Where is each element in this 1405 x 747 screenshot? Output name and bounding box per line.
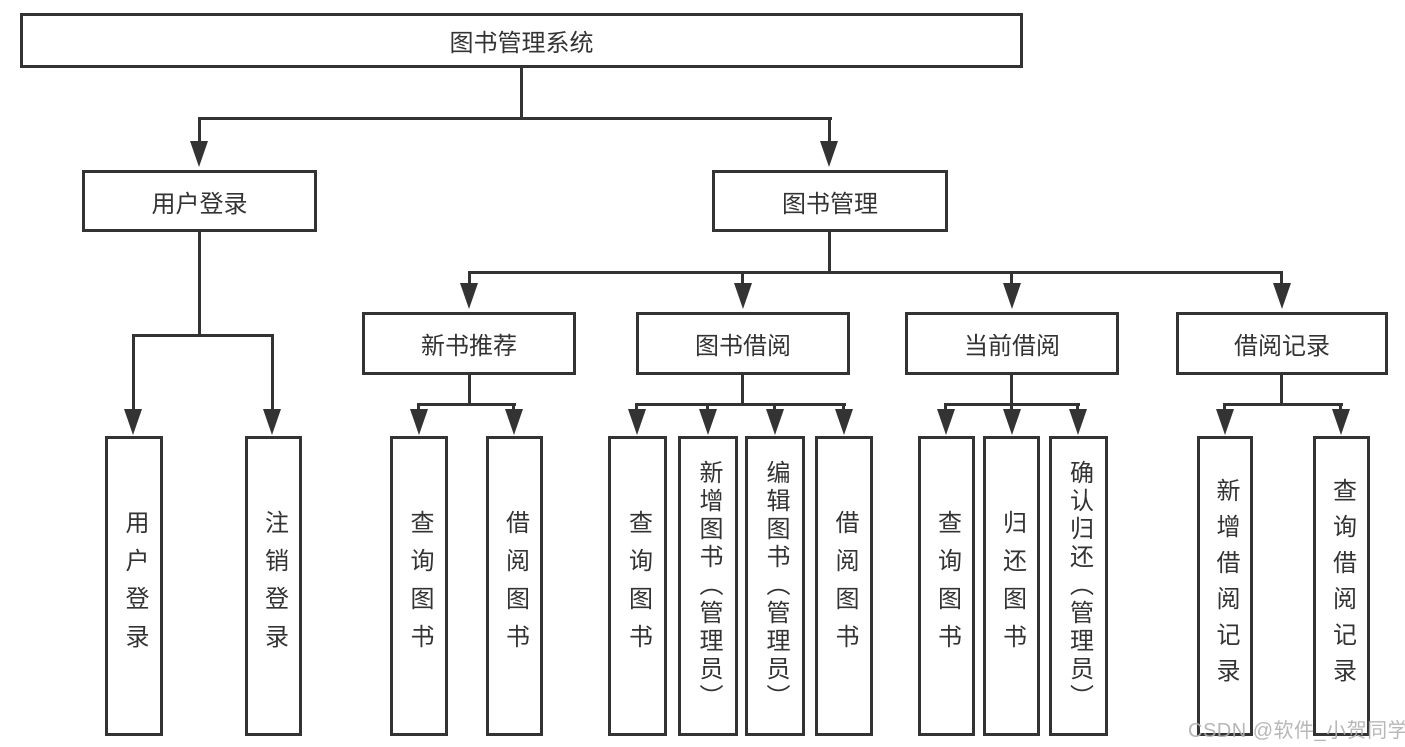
leaf-record-add: 新增借阅记录: [1197, 436, 1253, 736]
connector-newbook-split: [417, 403, 516, 406]
leaf-current-return-label: 归还图书: [998, 510, 1026, 662]
connector-newbook-stem: [468, 375, 471, 406]
leaf-borrow-borrow: 借阅图书: [815, 436, 873, 736]
connector-management-split: [468, 271, 1283, 274]
leaf-current-confirm-admin-label: 确认归还（管理员）: [1065, 460, 1093, 712]
leaf-record-query-label: 查询借阅记录: [1328, 478, 1356, 694]
arrowhead-down-icon: [263, 409, 281, 435]
node-book-management: 图书管理: [712, 170, 948, 232]
connector-line: [842, 403, 845, 411]
leaf-record-query: 查询借阅记录: [1313, 436, 1370, 736]
node-book-borrow-label: 图书借阅: [695, 333, 791, 360]
connector-login-child2: [271, 334, 274, 410]
connector-line: [635, 403, 638, 411]
connector-line: [512, 403, 515, 411]
csdn-watermark: CSDN @软件_小贺同学: [1188, 720, 1405, 742]
arrowhead-down-icon: [766, 409, 784, 435]
node-book-borrow: 图书借阅: [636, 312, 850, 375]
connector-root-stem: [520, 68, 523, 118]
connector-login-split: [132, 334, 274, 337]
leaf-record-add-label: 新增借阅记录: [1212, 478, 1239, 694]
node-current-borrow-label: 当前借阅: [964, 333, 1060, 360]
arrowhead-down-icon: [1273, 283, 1291, 309]
arrowhead-down-icon: [1332, 409, 1350, 435]
leaf-borrow-edit-admin-label: 编辑图书（管理员）: [762, 460, 789, 712]
node-new-book-recommend: 新书推荐: [362, 312, 576, 375]
connector-line: [1010, 403, 1013, 411]
connector-line: [706, 403, 709, 411]
leaf-current-return: 归还图书: [983, 436, 1040, 736]
connector-to-borrow: [741, 271, 744, 285]
leaf-borrow-query: 查询图书: [608, 436, 667, 736]
node-current-borrow: 当前借阅: [905, 312, 1119, 375]
leaf-logout: 注销登录: [245, 436, 302, 736]
arrowhead-down-icon: [410, 409, 428, 435]
arrowhead-down-icon: [124, 409, 142, 435]
node-root-system: 图书管理系统: [20, 13, 1023, 68]
connector-borrow-split: [635, 403, 846, 406]
leaf-current-confirm-admin: 确认归还（管理员）: [1049, 436, 1108, 736]
connector-login-stem: [198, 232, 201, 336]
arrowhead-down-icon: [1003, 409, 1021, 435]
connector-to-newbook: [468, 271, 471, 285]
arrowhead-down-icon: [699, 409, 717, 435]
connector-line: [944, 403, 947, 411]
leaf-logout-label: 注销登录: [260, 510, 288, 662]
leaf-borrow-edit-admin: 编辑图书（管理员）: [745, 436, 805, 736]
arrowhead-down-icon: [820, 141, 838, 167]
connector-root-split: [198, 117, 832, 120]
leaf-borrow-borrow-label: 借阅图书: [831, 510, 858, 662]
connector-record-split: [1223, 403, 1343, 406]
arrowhead-down-icon: [1216, 409, 1234, 435]
leaf-newbook-query: 查询图书: [390, 436, 448, 736]
leaf-newbook-borrow-label: 借阅图书: [501, 510, 529, 662]
node-user-login-label: 用户登录: [151, 190, 248, 218]
arrowhead-down-icon: [190, 141, 208, 167]
node-root-label: 图书管理系统: [449, 30, 594, 57]
node-new-book-recommend-label: 新书推荐: [421, 333, 517, 360]
connector-login-child1: [132, 334, 135, 410]
node-book-management-label: 图书管理: [782, 190, 878, 218]
arrowhead-down-icon: [734, 283, 752, 309]
connector-line: [1223, 403, 1226, 411]
leaf-current-query: 查询图书: [918, 436, 975, 736]
leaf-borrow-query-label: 查询图书: [624, 510, 652, 662]
connector-line: [417, 403, 420, 411]
node-borrow-record: 借阅记录: [1176, 312, 1388, 375]
leaf-newbook-borrow: 借阅图书: [486, 436, 543, 736]
connector-current-stem: [1010, 375, 1013, 406]
arrowhead-down-icon: [835, 409, 853, 435]
connector-line: [773, 403, 776, 411]
connector-to-current: [1010, 271, 1013, 285]
leaf-borrow-add-admin-label: 新增图书（管理员）: [695, 460, 722, 712]
connector-borrow-stem: [741, 375, 744, 406]
connector-line: [1076, 403, 1079, 411]
connector-to-login: [198, 117, 201, 143]
connector-to-management: [828, 117, 831, 143]
arrowhead-down-icon: [628, 409, 646, 435]
leaf-user-login: 用户登录: [105, 436, 163, 736]
arrowhead-down-icon: [460, 283, 478, 309]
arrowhead-down-icon: [1003, 283, 1021, 309]
leaf-current-query-label: 查询图书: [933, 510, 961, 662]
node-user-login: 用户登录: [82, 170, 317, 232]
connector-line: [1339, 403, 1342, 411]
leaf-newbook-query-label: 查询图书: [406, 510, 433, 662]
connector-management-stem: [828, 232, 831, 274]
arrowhead-down-icon: [1069, 409, 1087, 435]
arrowhead-down-icon: [505, 409, 523, 435]
node-borrow-record-label: 借阅记录: [1234, 333, 1330, 360]
connector-record-stem: [1280, 375, 1283, 406]
leaf-borrow-add-admin: 新增图书（管理员）: [678, 436, 738, 736]
connector-to-record: [1280, 271, 1283, 285]
arrowhead-down-icon: [937, 409, 955, 435]
leaf-user-login-label: 用户登录: [121, 510, 148, 662]
